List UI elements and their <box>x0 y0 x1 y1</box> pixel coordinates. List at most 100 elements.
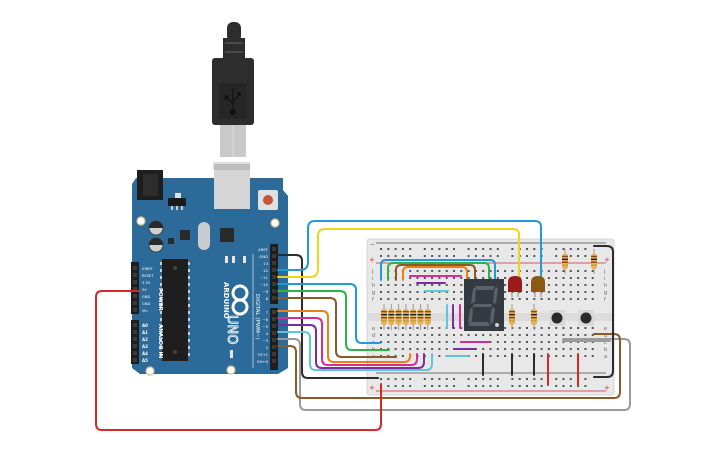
breadboard-hole[interactable] <box>577 348 580 350</box>
breadboard-hole[interactable] <box>445 277 448 279</box>
breadboard-hole[interactable] <box>526 270 528 272</box>
breadboard-hole[interactable] <box>496 341 499 343</box>
rail-hole[interactable] <box>453 248 455 250</box>
segment-resistor[interactable] <box>381 304 387 330</box>
breadboard-hole[interactable] <box>547 327 550 329</box>
breadboard-hole[interactable] <box>394 327 397 329</box>
breadboard-hole[interactable] <box>409 298 412 300</box>
rail-hole[interactable] <box>380 255 382 257</box>
breadboard-hole[interactable] <box>562 355 565 357</box>
breadboard-hole[interactable] <box>423 298 426 300</box>
wire-rail-gnd-link[interactable] <box>593 245 614 378</box>
rail-hole[interactable] <box>496 385 499 387</box>
breadboard-hole[interactable] <box>569 284 572 286</box>
rail-hole[interactable] <box>526 248 528 250</box>
breadboard-hole[interactable] <box>445 334 448 336</box>
breadboard-hole[interactable] <box>431 270 434 272</box>
breadboard-hole[interactable] <box>453 298 455 300</box>
rail-hole[interactable] <box>489 378 492 380</box>
breadboard-hole[interactable] <box>460 270 463 272</box>
rail-hole[interactable] <box>423 248 426 250</box>
breadboard-hole[interactable] <box>496 334 499 336</box>
usb-cable[interactable] <box>212 22 254 170</box>
rail-hole[interactable] <box>453 255 455 257</box>
seven-segment-display[interactable] <box>464 279 504 331</box>
breadboard-hole[interactable] <box>431 348 434 350</box>
rail-hole[interactable] <box>577 248 580 250</box>
rail-hole[interactable] <box>380 248 382 250</box>
breadboard-hole[interactable] <box>584 348 587 350</box>
breadboard-hole[interactable] <box>591 270 594 272</box>
breadboard-hole[interactable] <box>438 284 441 286</box>
power-pin-socket[interactable] <box>133 294 137 298</box>
breadboard-hole[interactable] <box>416 327 419 329</box>
wire-gnd[interactable] <box>277 254 379 379</box>
breadboard-hole[interactable] <box>562 284 565 286</box>
breadboard-hole[interactable] <box>453 334 455 336</box>
breadboard-hole[interactable] <box>467 277 470 279</box>
breadboard-hole[interactable] <box>460 291 463 293</box>
breadboard-hole[interactable] <box>533 348 536 350</box>
digital-pin-socket[interactable] <box>272 317 276 321</box>
segment-resistor[interactable] <box>395 304 402 330</box>
power-pin-socket[interactable] <box>133 280 137 284</box>
rail-hole[interactable] <box>555 248 558 250</box>
breadboard-hole[interactable] <box>416 270 419 272</box>
breadboard-hole[interactable] <box>453 277 455 279</box>
breadboard-hole[interactable] <box>533 334 536 336</box>
breadboard-hole[interactable] <box>591 348 594 350</box>
wire-pin6[interactable] <box>277 317 418 366</box>
breadboard-hole[interactable] <box>577 284 580 286</box>
rail-hole[interactable] <box>401 255 404 257</box>
breadboard-hole[interactable] <box>482 277 485 279</box>
breadboard-hole[interactable] <box>562 298 565 300</box>
breadboard-hole[interactable] <box>416 341 419 343</box>
rail-hole[interactable] <box>394 255 397 257</box>
breadboard-hole[interactable] <box>577 334 580 336</box>
breadboard-hole[interactable] <box>555 355 558 357</box>
wire-pin3[interactable] <box>277 338 631 411</box>
breadboard-hole[interactable] <box>555 270 558 272</box>
breadboard-hole[interactable] <box>504 270 507 272</box>
digital-pin-socket[interactable] <box>272 275 276 279</box>
breadboard-hole[interactable] <box>526 355 528 357</box>
rail-hole[interactable] <box>474 378 477 380</box>
rail-hole[interactable] <box>401 385 404 387</box>
rail-hole[interactable] <box>482 248 485 250</box>
breadboard-hole[interactable] <box>547 270 550 272</box>
wire-seg-jumper[interactable] <box>395 264 476 281</box>
breadboard-hole[interactable] <box>569 291 572 293</box>
rail-hole[interactable] <box>445 378 448 380</box>
segment-resistor[interactable] <box>417 304 424 330</box>
breadboard-hole[interactable] <box>467 270 470 272</box>
breadboard-hole[interactable] <box>438 277 441 279</box>
rail-hole[interactable] <box>467 248 470 250</box>
breadboard-hole[interactable] <box>460 334 463 336</box>
digital-pin-socket[interactable] <box>272 331 276 335</box>
breadboard-hole[interactable] <box>584 291 587 293</box>
segment-resistor[interactable] <box>402 304 409 330</box>
breadboard-hole[interactable] <box>409 348 412 350</box>
rail-hole[interactable] <box>423 385 426 387</box>
rail-hole[interactable] <box>569 378 572 380</box>
breadboard-hole[interactable] <box>401 341 404 343</box>
breadboard-hole[interactable] <box>526 284 528 286</box>
breadboard-hole[interactable] <box>511 270 514 272</box>
rail-hole[interactable] <box>438 385 441 387</box>
breadboard-hole[interactable] <box>584 355 587 357</box>
rail-hole[interactable] <box>453 378 455 380</box>
breadboard-hole[interactable] <box>591 277 594 279</box>
rail-hole[interactable] <box>584 248 587 250</box>
wire-pin4[interactable] <box>277 331 433 371</box>
rail-hole[interactable] <box>540 378 543 380</box>
breadboard-hole[interactable] <box>380 298 382 300</box>
breadboard-hole[interactable] <box>496 355 499 357</box>
rail-hole[interactable] <box>526 255 528 257</box>
breadboard-hole[interactable] <box>584 334 587 336</box>
rail-hole[interactable] <box>533 255 536 257</box>
rail-hole[interactable] <box>562 248 565 250</box>
breadboard-hole[interactable] <box>584 284 587 286</box>
breadboard-hole[interactable] <box>409 327 412 329</box>
breadboard-hole[interactable] <box>569 355 572 357</box>
breadboard-hole[interactable] <box>540 348 543 350</box>
